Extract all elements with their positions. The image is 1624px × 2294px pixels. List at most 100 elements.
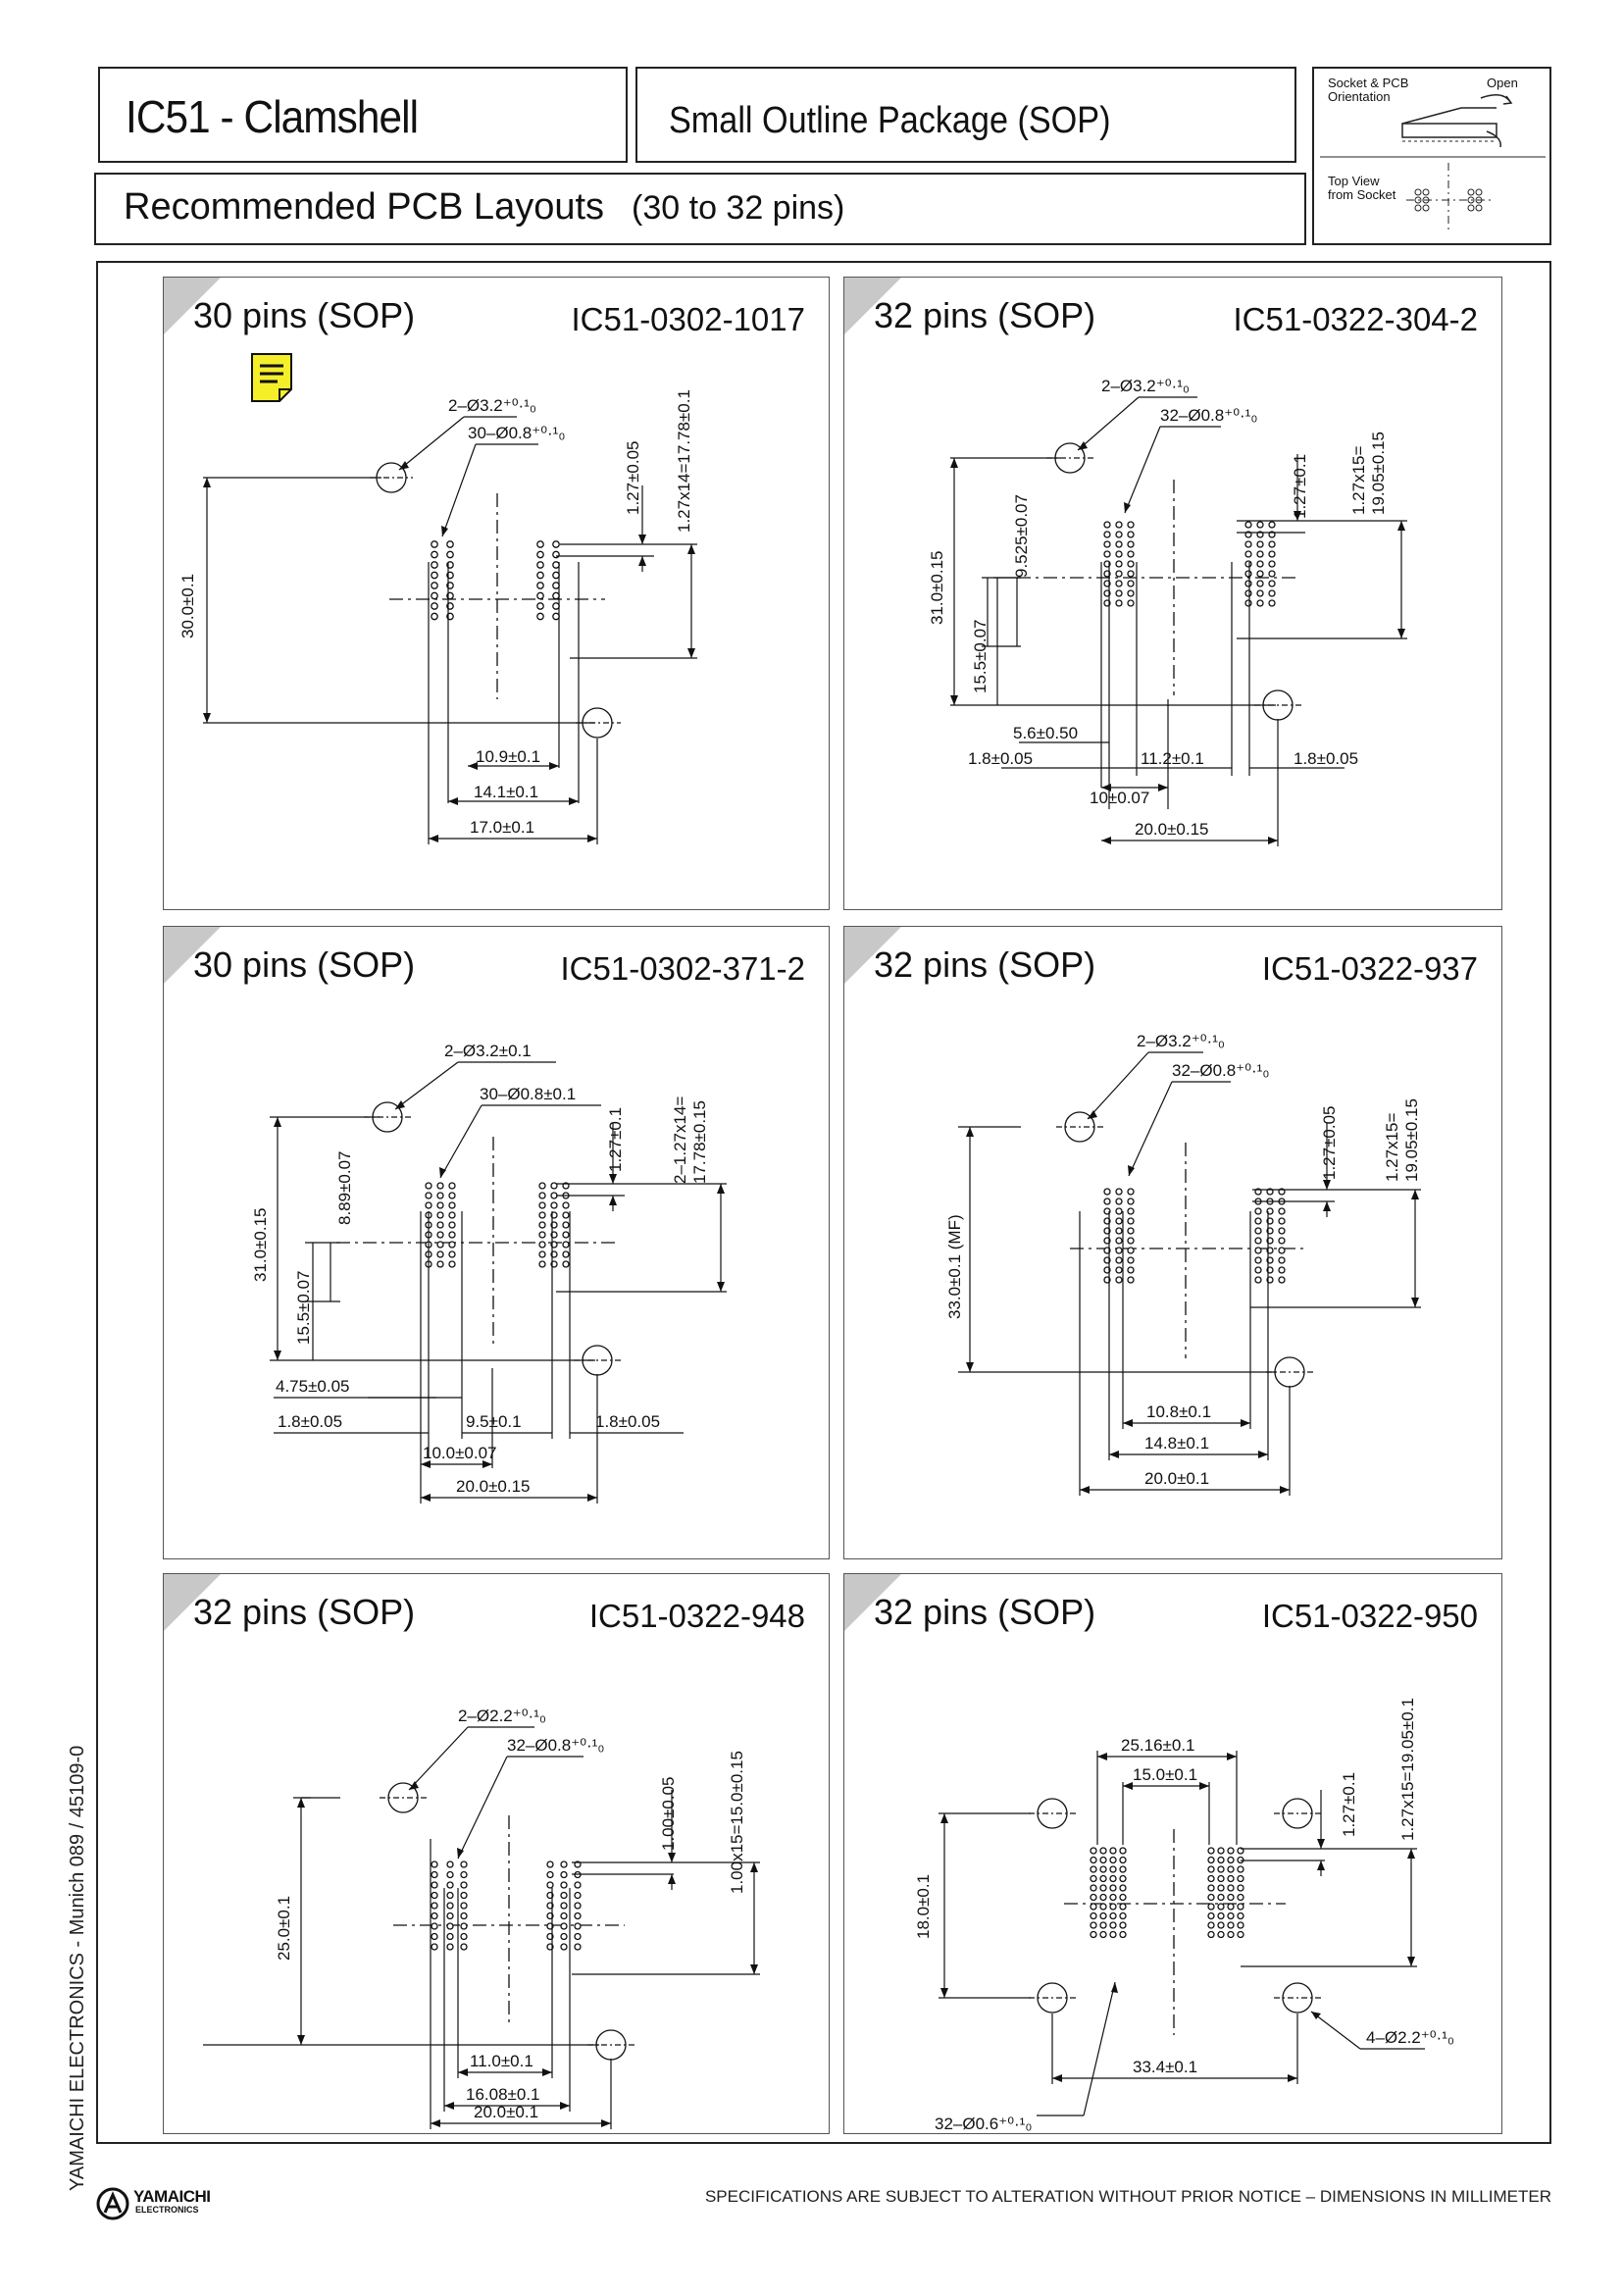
pin-pad: [436, 1231, 444, 1239]
pin-pad: [1256, 599, 1264, 607]
pin-pad: [562, 1241, 570, 1249]
pin-pad: [431, 571, 438, 580]
pin-pad: [1227, 1921, 1235, 1929]
pin-pad: [1278, 1256, 1286, 1264]
pin-pad: [1256, 550, 1264, 558]
dim-label: 1.27x15=: [1349, 446, 1368, 515]
pin-pad: [1227, 1893, 1235, 1902]
pin-pad: [1227, 1874, 1235, 1883]
pin-pad: [574, 1881, 582, 1889]
dim-label: 17.78±0.15: [690, 1100, 709, 1184]
pin-pad: [1099, 1921, 1107, 1929]
open-label: Open: [1487, 76, 1518, 90]
pin-pad: [1227, 1903, 1235, 1911]
pin-pad: [1217, 1893, 1225, 1902]
pin-pad: [1115, 531, 1123, 538]
dim-label: 10.0±0.07: [423, 1444, 497, 1462]
pin-pad: [1109, 1847, 1117, 1855]
pin-pad: [536, 540, 544, 548]
pin-pad: [1103, 521, 1111, 529]
dim-label: 1.8±0.05: [968, 749, 1033, 768]
pin-pad: [1268, 550, 1276, 558]
dim-label: 20.0±0.15: [456, 1477, 531, 1496]
pin-pad: [448, 1231, 456, 1239]
pin-pad: [550, 1182, 558, 1190]
pin-pad: [1103, 550, 1111, 558]
dim-label: 1.27x14=17.78±0.1: [675, 389, 693, 533]
pin-pad: [1217, 1865, 1225, 1873]
pin-pad: [1109, 1893, 1117, 1902]
dim-label: 16.08±0.1: [466, 2085, 540, 2104]
pin-pad: [1115, 1217, 1123, 1225]
dim-label: 1.27±0.1: [1291, 454, 1309, 519]
pin-pad: [552, 571, 560, 580]
package-box: Small Outline Package (SOP): [635, 67, 1296, 163]
orientation-diagram: [1320, 94, 1546, 231]
pin-pad: [1207, 1874, 1215, 1883]
pin-pad: [538, 1260, 546, 1268]
pin-pad: [536, 612, 544, 621]
pin-pad: [574, 1922, 582, 1930]
logo-name: YAMAICHI: [133, 2187, 211, 2206]
pin-pad: [1254, 1207, 1262, 1215]
pin-pad: [446, 1912, 454, 1920]
dim-label: 11.0±0.1: [470, 2052, 533, 2070]
pin-pad: [436, 1211, 444, 1219]
pin-pad: [425, 1192, 432, 1199]
footer-notice: SPECIFICATIONS ARE SUBJECT TO ALTERATION…: [704, 2187, 1551, 2206]
pin-pad: [1237, 1912, 1244, 1920]
panel-5: 32 pins (SOP) IC51-0322-948: [163, 1573, 830, 2134]
pin-pad: [560, 1861, 568, 1868]
pin-pad: [574, 1932, 582, 1941]
layout-drawing: 25.16±0.1 15.0±0.1 1.27±0.1 1.27x15=19.0…: [914, 1698, 1454, 2133]
pin-pad: [1119, 1884, 1127, 1892]
pin-pad: [1127, 580, 1135, 587]
dim-label: 1.27±0.05: [624, 440, 642, 515]
dim-label: 19.05±0.15: [1402, 1098, 1421, 1182]
pin-pad: [436, 1182, 444, 1190]
pin-pad: [1119, 1912, 1127, 1920]
panel-corner: [844, 927, 901, 984]
pin-pad: [552, 582, 560, 589]
pin-pad: [431, 540, 438, 548]
pin-pad: [446, 1943, 454, 1951]
pin-pad: [560, 1881, 568, 1889]
pin-pad: [1115, 540, 1123, 548]
pin-pad: [448, 1211, 456, 1219]
pin-pad: [460, 1870, 468, 1879]
pin-pad: [446, 1922, 454, 1930]
pin-pad: [562, 1231, 570, 1239]
pin-pad: [1127, 1276, 1135, 1284]
dim-label: 30.0±0.1: [178, 574, 197, 638]
dim-label: 14.8±0.1: [1144, 1434, 1209, 1453]
pin-pad: [431, 591, 438, 600]
dim-label: 1.00±0.05: [659, 1776, 678, 1851]
pin-pad: [448, 1221, 456, 1229]
pin-pad: [1115, 1198, 1123, 1205]
pin-pad: [1127, 1266, 1135, 1274]
panel-1: 30 pins (SOP) IC51-0302-1017: [163, 277, 830, 910]
pin-pad: [1244, 560, 1252, 568]
pin-pad: [1127, 521, 1135, 529]
pin-pad: [1119, 1856, 1127, 1864]
pin-pad: [1217, 1921, 1225, 1929]
pin-pad: [1217, 1856, 1225, 1864]
pin-pad: [1127, 1256, 1135, 1264]
pin-pad: [1119, 1921, 1127, 1929]
pin-pad: [431, 1881, 438, 1889]
dim-label: 32–Ø0.8⁺⁰·¹₀: [1160, 406, 1257, 425]
pin-pad: [1254, 1266, 1262, 1274]
page-title: IC51 - Clamshell: [126, 91, 419, 142]
pin-pad: [1090, 1874, 1097, 1883]
part-number: IC51-0322-948: [588, 1598, 805, 1634]
pin-pad: [446, 540, 454, 548]
pin-pad: [538, 1182, 546, 1190]
pin-pad: [431, 1922, 438, 1930]
pin-pad: [1109, 1930, 1117, 1939]
pin-pad: [1207, 1903, 1215, 1911]
dim-label: 30–Ø0.8±0.1: [480, 1085, 576, 1103]
dim-label: 15.0±0.1: [1133, 1765, 1197, 1784]
pin-pad: [1115, 550, 1123, 558]
pin-pad: [1207, 1884, 1215, 1892]
pin-pad: [560, 1870, 568, 1879]
